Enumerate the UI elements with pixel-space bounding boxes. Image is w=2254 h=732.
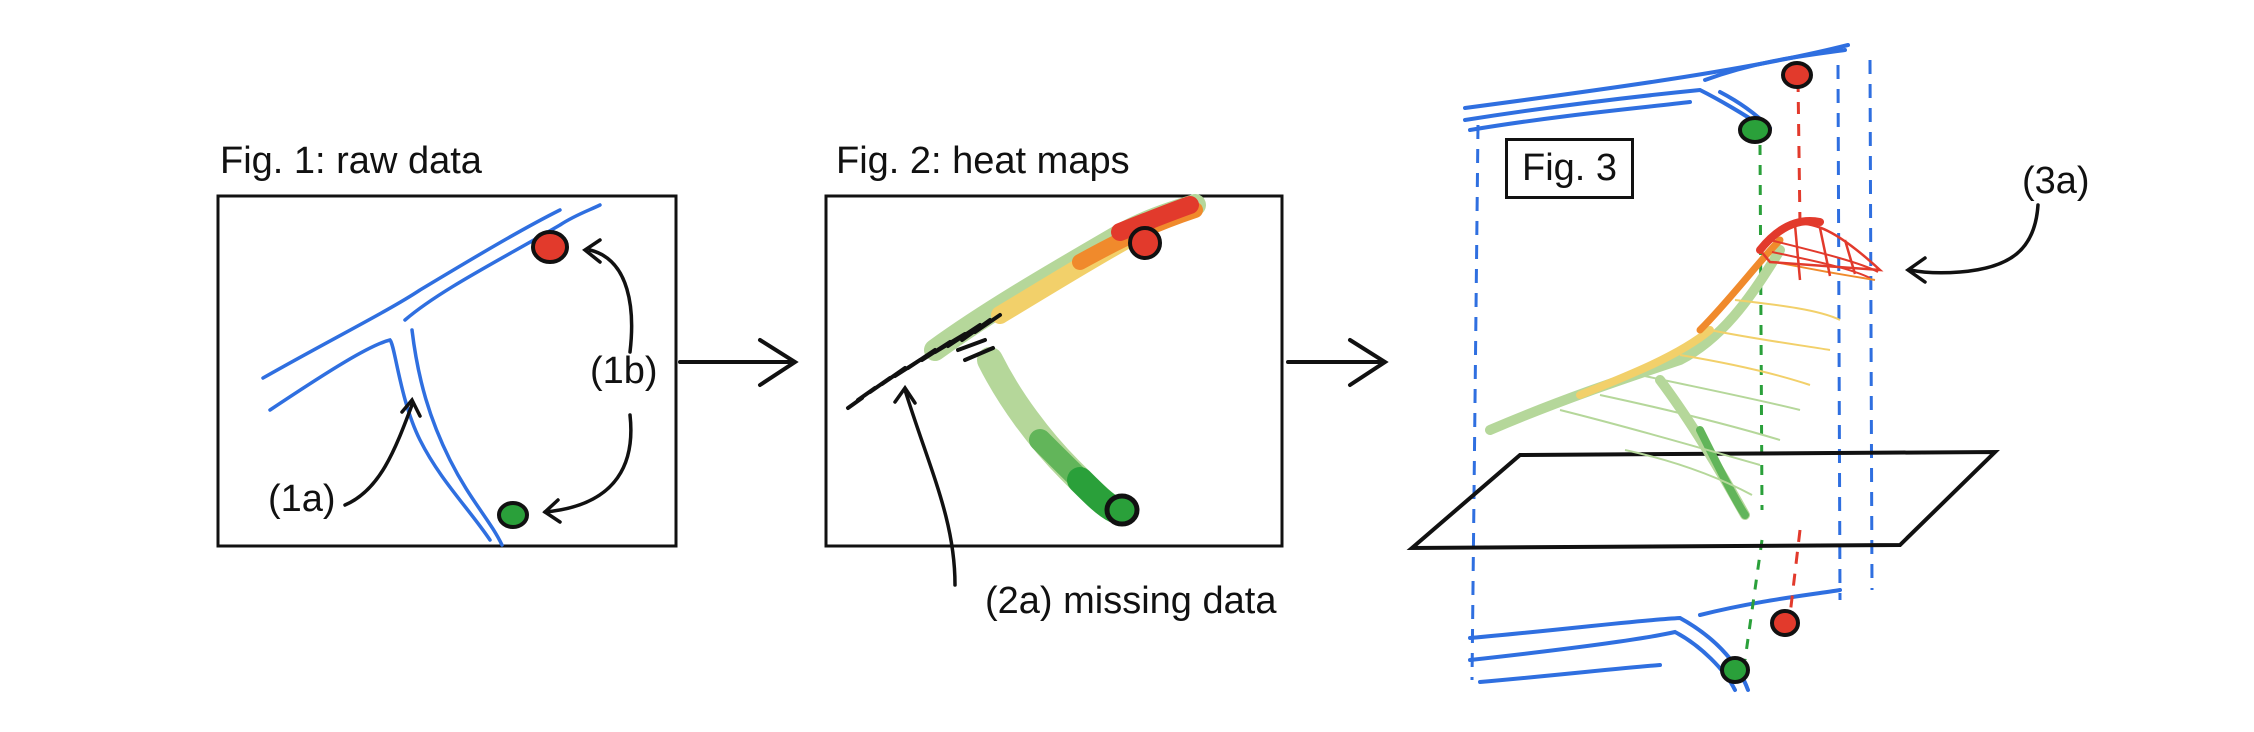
fig1-label-1b: (1b) [590, 350, 658, 392]
green-marker-icon [1720, 656, 1750, 684]
red-marker-icon [1128, 226, 1162, 260]
fig3-surface-hatch [1559, 239, 1879, 496]
fig2-label-2a: (2a) missing data [985, 580, 1277, 622]
fig2-panel [824, 194, 1284, 587]
red-marker-icon [531, 230, 569, 264]
green-marker-icon [497, 501, 529, 529]
fig3-peak-grid [1758, 222, 1884, 281]
fig3-red-dashed [1788, 79, 1802, 616]
green-marker-icon [1104, 493, 1140, 527]
arrow-icon [678, 338, 799, 387]
fig2-title: Fig. 2: heat maps [836, 140, 1130, 182]
fig2-heatmap-branch [977, 347, 1128, 523]
red-marker-icon [1770, 609, 1800, 637]
fig3-panel [1406, 43, 2040, 692]
fig1-panel [216, 194, 678, 548]
fig2-frame [824, 194, 1284, 548]
fig3-bottom-roads [1468, 588, 1842, 692]
fig3-heat-surface [1485, 217, 1824, 520]
fig3-top-roads [1463, 43, 1850, 132]
fig1-title: Fig. 1: raw data [220, 140, 482, 182]
arrow-icon [1286, 338, 1389, 387]
fig1-label-1a: (1a) [268, 478, 336, 520]
fig3-dashed-edges [1470, 59, 1874, 681]
hatch-icon [846, 313, 1002, 410]
arrow-icon [1904, 203, 2040, 284]
red-marker-icon [1781, 61, 1813, 89]
fig1-frame [216, 194, 678, 548]
fig3-green-dashed [1743, 144, 1764, 661]
fig3-title: Fig. 3 [1505, 138, 1635, 199]
green-marker-icon [1738, 116, 1772, 144]
arrow-icon [893, 384, 957, 587]
arrow-icon [343, 238, 634, 524]
fig3-plane [1406, 449, 2000, 551]
fig3-label-3a: (3a) [2022, 160, 2090, 202]
